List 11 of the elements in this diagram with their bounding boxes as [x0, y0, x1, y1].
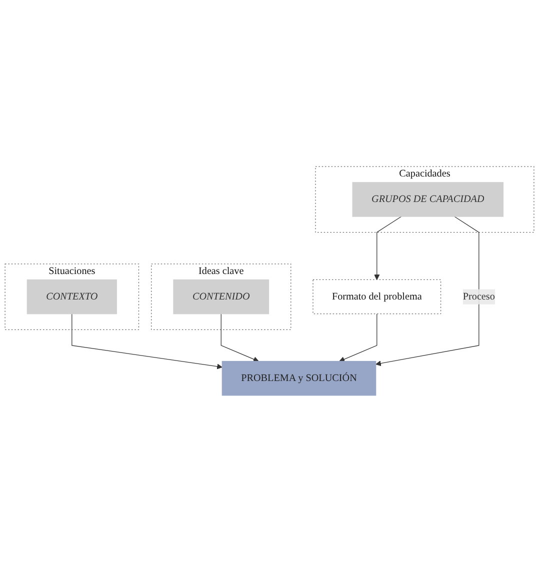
node-box: CONTEXTO: [26, 279, 117, 314]
arrow: [374, 216, 402, 280]
arrow: [220, 314, 259, 362]
node-box: Formato del problema: [312, 279, 442, 314]
node-box: GRUPOS DE CAPACIDAD: [352, 182, 504, 217]
arrow: [376, 216, 480, 366]
arrow: [72, 314, 222, 370]
arrow: [339, 314, 378, 362]
node-box: CONTENIDO: [173, 279, 270, 314]
edge-label: Proceso: [462, 291, 495, 302]
node-box: PROBLEMA y SOLUCIÓN: [222, 360, 376, 396]
